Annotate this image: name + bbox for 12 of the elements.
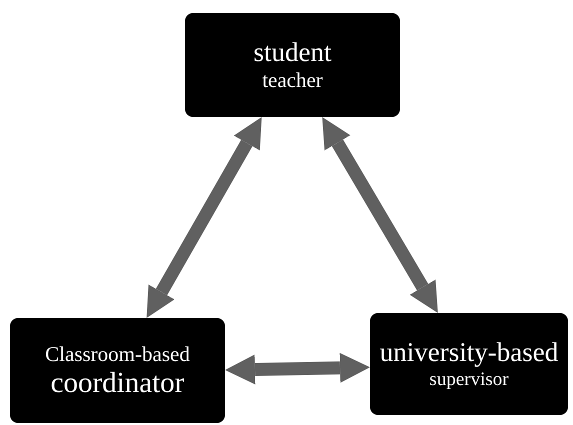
role-box: [185, 13, 400, 117]
role-text: teacher: [262, 70, 323, 91]
double-arrow: [225, 352, 370, 384]
role-text: Classroom-based: [45, 344, 190, 364]
role-text: supervisor: [429, 370, 509, 389]
double-arrow: [146, 117, 262, 318]
role-text: student: [254, 39, 332, 66]
role-box: [370, 313, 568, 415]
role-text: coordinator: [50, 368, 184, 398]
role-text: university-based: [380, 339, 558, 366]
role-box: [10, 318, 225, 423]
double-arrow: [322, 117, 438, 313]
